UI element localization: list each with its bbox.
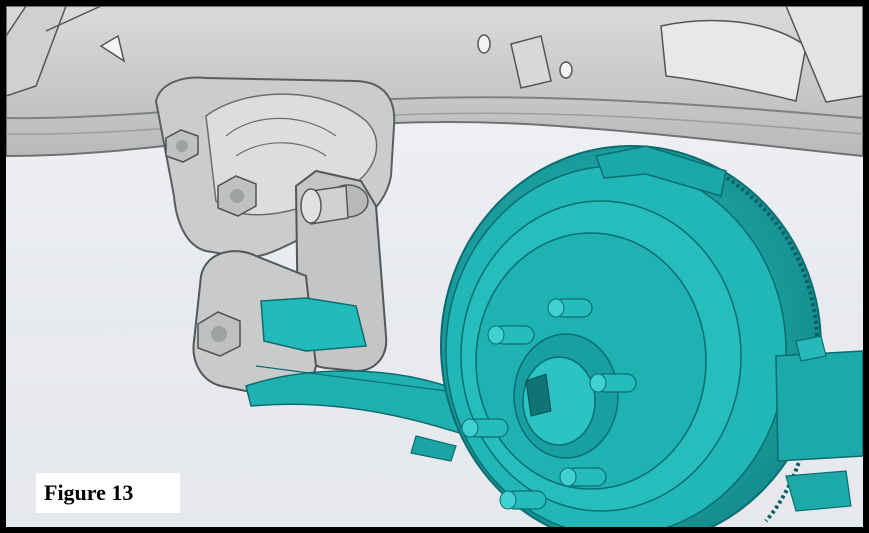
upper-bolts <box>165 129 257 217</box>
figure-caption: Figure 13 <box>36 473 180 513</box>
wheel-studs <box>461 298 637 510</box>
brake-rotor <box>440 145 822 527</box>
spring-shackle <box>192 169 388 396</box>
axle-spindle <box>775 335 863 512</box>
suspension-cad-render <box>6 6 863 527</box>
